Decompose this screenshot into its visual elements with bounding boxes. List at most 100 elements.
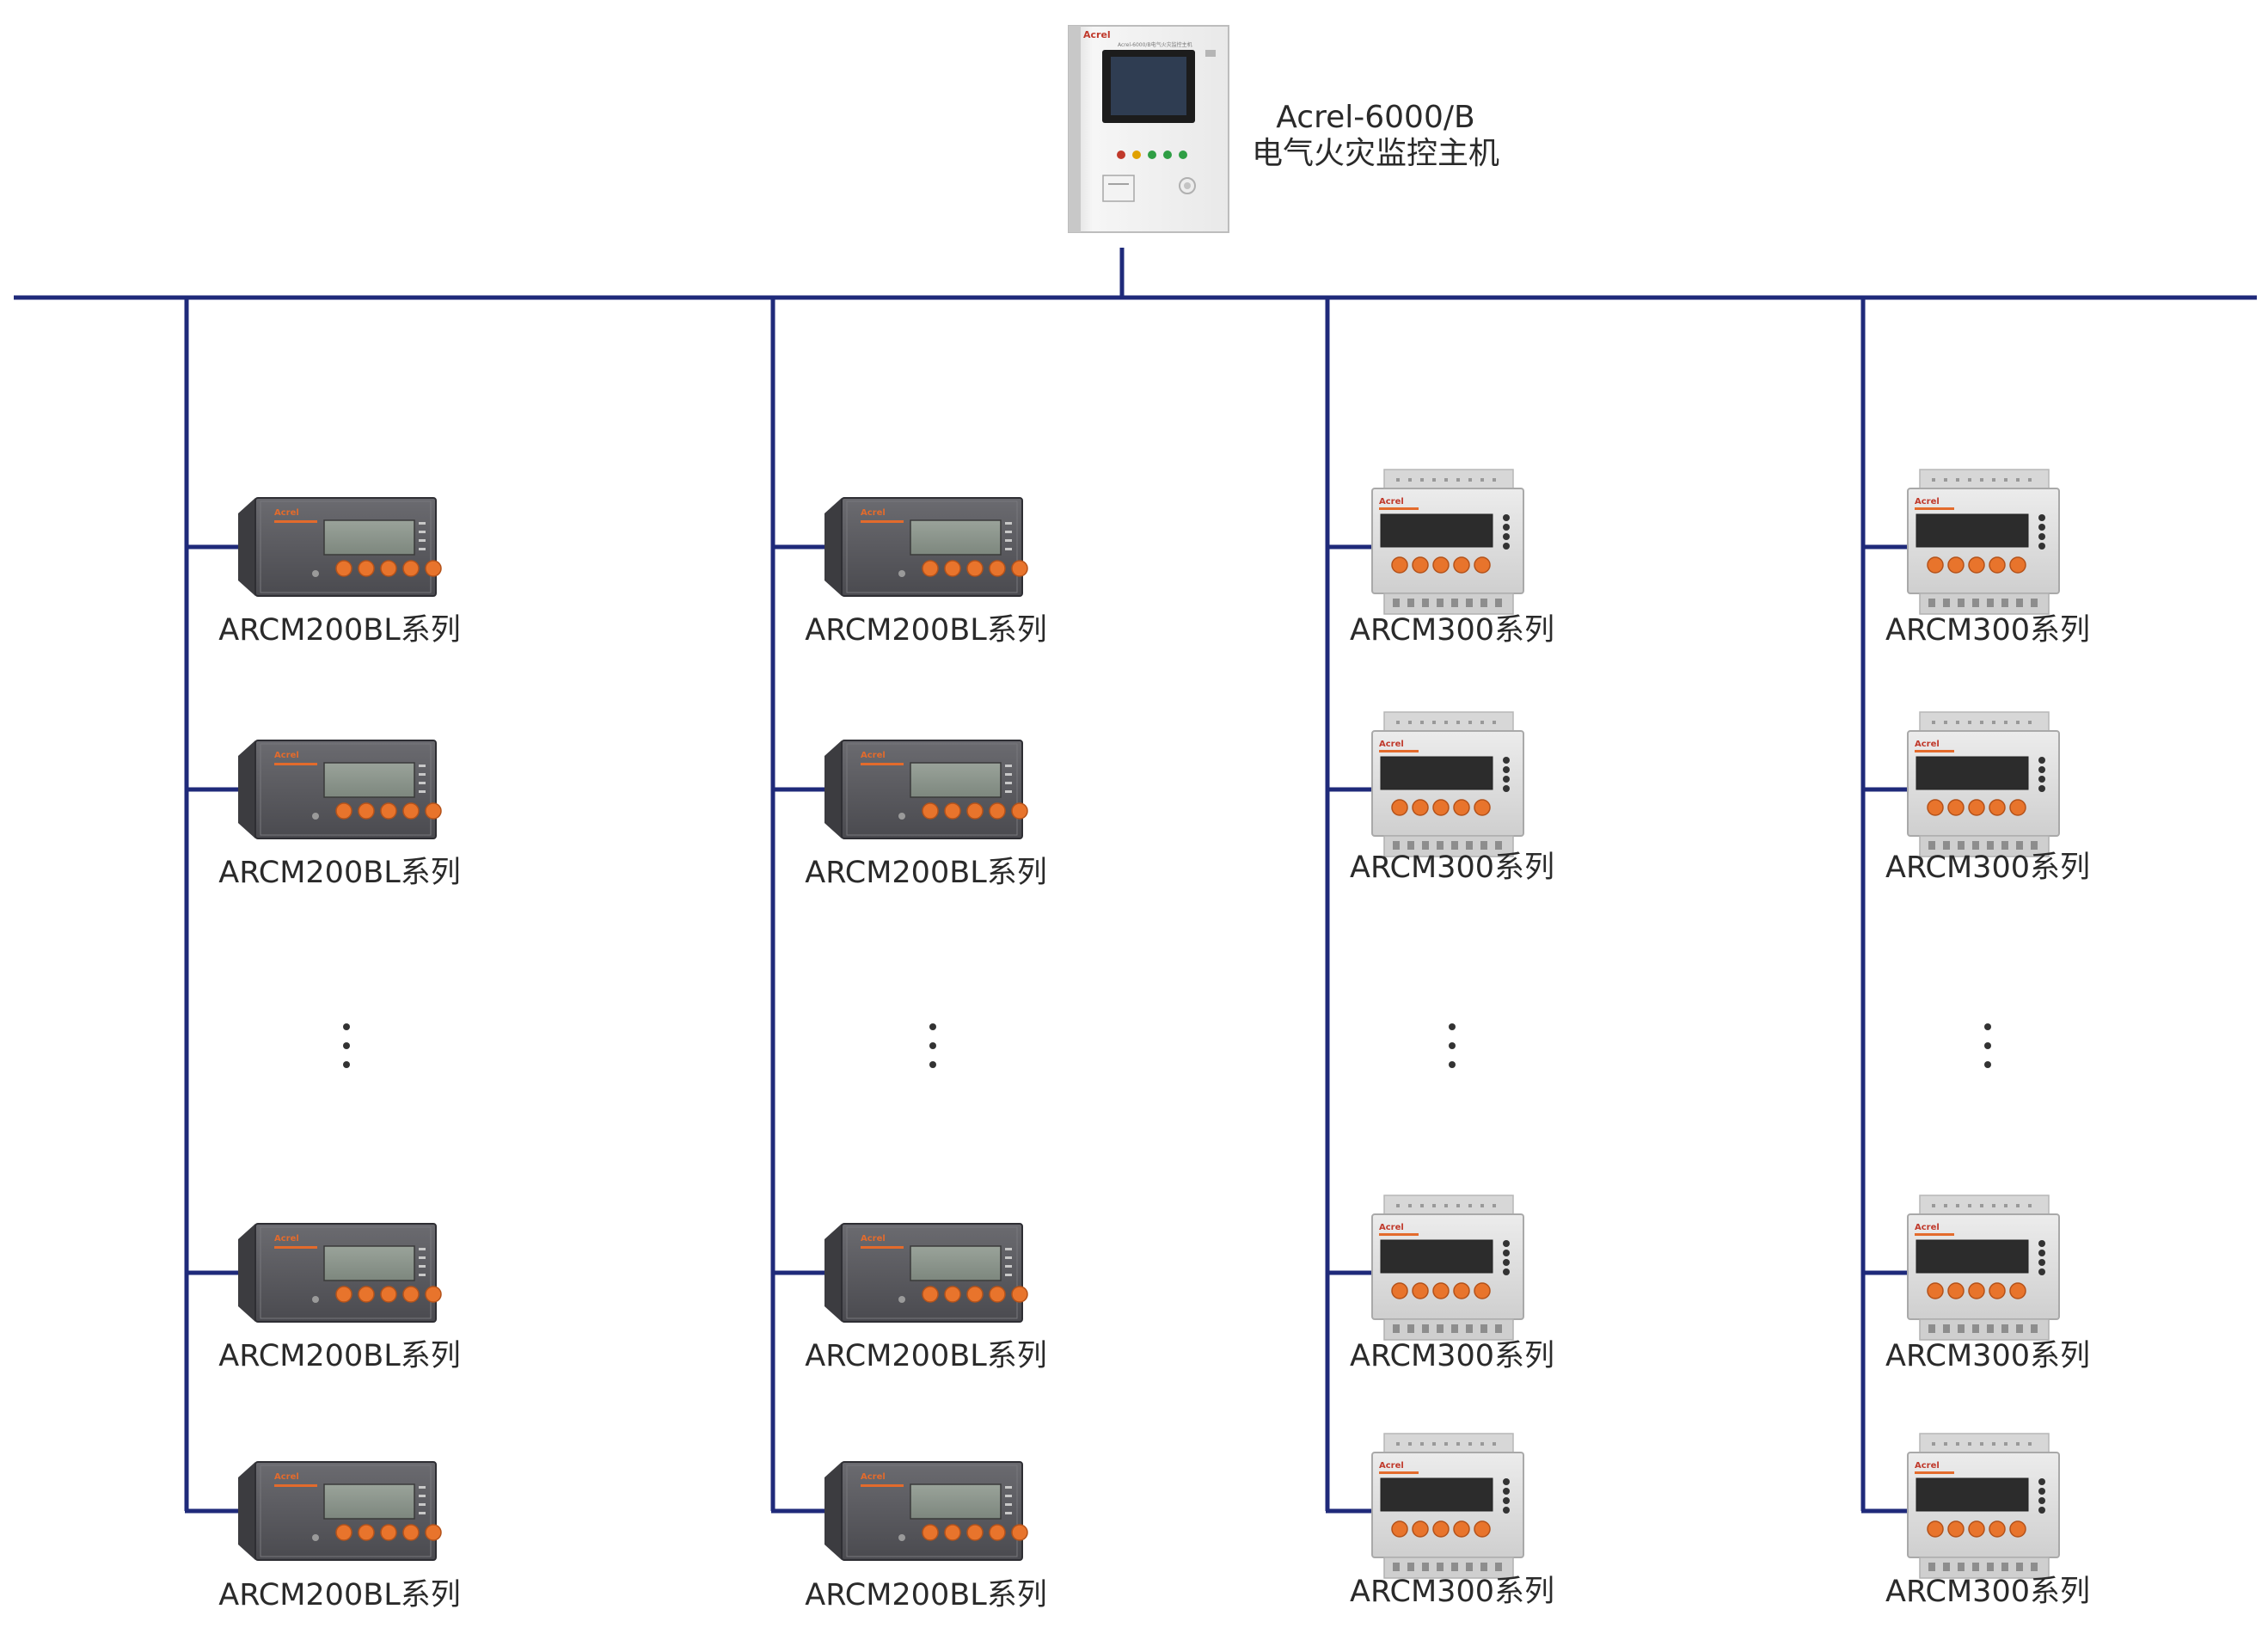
meter-button <box>358 560 375 577</box>
meter-flange <box>824 1462 842 1560</box>
meter-button <box>922 1286 939 1303</box>
meter-button <box>380 1524 397 1541</box>
meter-logo: Acrel <box>274 1234 299 1244</box>
meter-button <box>1947 799 1965 816</box>
meter-flange <box>238 1462 255 1560</box>
device-label: ARCM200BL系列 <box>805 856 1046 890</box>
meter-button <box>966 1524 984 1541</box>
meter-lcd <box>1916 1477 2029 1512</box>
meter-button <box>1989 556 2006 574</box>
meter-flange <box>824 740 842 838</box>
meter-button <box>1927 1282 1944 1299</box>
meter-lcd <box>1916 1239 2029 1274</box>
meter-button <box>966 1286 984 1303</box>
meter-button <box>1947 1520 1965 1538</box>
meter-lcd <box>1916 513 2029 548</box>
meter-lcd <box>1380 513 1493 548</box>
meter-button <box>1412 1282 1429 1299</box>
meter-button <box>335 1524 352 1541</box>
meter-button <box>358 802 375 820</box>
ellipsis-dots <box>1449 1023 1456 1068</box>
arcm200bl-meter: Acrel <box>238 1461 442 1561</box>
arcm300-meter: Acrel <box>1907 1195 2060 1341</box>
arcm200bl-meter: Acrel <box>824 1223 1028 1323</box>
meter-terminal-bottom <box>1919 593 2050 615</box>
meter-button <box>1453 1282 1470 1299</box>
meter-button <box>335 1286 352 1303</box>
meter-button <box>380 1286 397 1303</box>
meter-button <box>2009 1520 2026 1538</box>
meter-logo: Acrel <box>1915 740 1940 749</box>
device-label: ARCM200BL系列 <box>218 613 460 648</box>
meter-button <box>335 560 352 577</box>
device-columns: AcrelARCM200BL系列AcrelARCM200BL系列AcrelARC… <box>218 469 2090 1612</box>
device-label: ARCM300系列 <box>1350 1575 1554 1609</box>
meter-logo: Acrel <box>861 1234 886 1244</box>
meter-button <box>1432 799 1450 816</box>
meter-button <box>1474 556 1491 574</box>
meter-button <box>989 802 1006 820</box>
meter-button <box>1412 799 1429 816</box>
meter-logo: Acrel <box>274 1472 299 1482</box>
meter-logo: Acrel <box>1379 1461 1404 1471</box>
meter-lcd <box>910 1483 1002 1520</box>
meter-button <box>1432 1282 1450 1299</box>
meter-button <box>989 560 1006 577</box>
ellipsis-dots <box>343 1023 350 1068</box>
meter-button <box>1968 1520 1985 1538</box>
meter-button <box>1432 556 1450 574</box>
meter-lcd <box>323 762 415 798</box>
meter-terminal-bottom <box>1383 835 1514 857</box>
meter-button <box>989 1524 1006 1541</box>
meter-terminal-bottom <box>1383 1557 1514 1579</box>
meter-logo: Acrel <box>861 508 886 518</box>
meter-button <box>1011 802 1028 820</box>
meter-button <box>966 560 984 577</box>
device-label: ARCM200BL系列 <box>805 613 1046 648</box>
host-panel-caption: Acrel-6000/B电气火灾监控主机 <box>1118 41 1192 48</box>
meter-lcd <box>323 1245 415 1281</box>
meter-button <box>1391 1520 1408 1538</box>
meter-button <box>1412 556 1429 574</box>
meter-logo: Acrel <box>861 1472 886 1482</box>
meter-lcd <box>910 1245 1002 1281</box>
device-column-1: AcrelARCM200BL系列AcrelARCM200BL系列AcrelARC… <box>218 497 461 1612</box>
meter-button <box>1453 1520 1470 1538</box>
arcm200bl-meter: Acrel <box>238 740 442 839</box>
meter-logo: Acrel <box>1915 1223 1940 1232</box>
meter-button <box>425 802 442 820</box>
meter-flange <box>238 740 255 838</box>
meter-button <box>1474 1520 1491 1538</box>
meter-button <box>380 802 397 820</box>
meter-button <box>2009 556 2026 574</box>
meter-button <box>1011 560 1028 577</box>
meter-button <box>425 1286 442 1303</box>
meter-button <box>2009 1282 2026 1299</box>
device-label: ARCM200BL系列 <box>218 856 460 890</box>
arcm200bl-meter: Acrel <box>824 740 1028 839</box>
arcm300-meter: Acrel <box>1371 1195 1524 1341</box>
arcm300-meter: Acrel <box>1907 1433 2060 1579</box>
arcm300-meter: Acrel <box>1371 711 1524 857</box>
meter-button <box>1453 799 1470 816</box>
device-label: ARCM200BL系列 <box>218 1339 460 1373</box>
meter-button <box>1391 1282 1408 1299</box>
meter-button <box>922 560 939 577</box>
host-speaker-icon <box>1179 177 1196 194</box>
arcm300-meter: Acrel <box>1907 469 2060 615</box>
meter-terminal-bottom <box>1919 1318 2050 1341</box>
ellipsis-dots <box>1984 1023 1991 1068</box>
meter-lcd <box>323 519 415 556</box>
meter-logo: Acrel <box>1379 740 1404 749</box>
host-cabinet: Acrel Acrel-6000/B电气火灾监控主机 <box>1068 25 1229 233</box>
meter-button <box>1011 1286 1028 1303</box>
meter-button <box>989 1286 1006 1303</box>
meter-flange <box>238 1224 255 1322</box>
host-logo: Acrel <box>1083 29 1111 40</box>
device-label: ARCM300系列 <box>1350 1339 1554 1373</box>
meter-lcd <box>1916 756 2029 790</box>
meter-button <box>1989 799 2006 816</box>
meter-button <box>425 560 442 577</box>
device-column-2: AcrelARCM200BL系列AcrelARCM200BL系列AcrelARC… <box>805 497 1047 1612</box>
meter-logo: Acrel <box>1915 1461 1940 1471</box>
